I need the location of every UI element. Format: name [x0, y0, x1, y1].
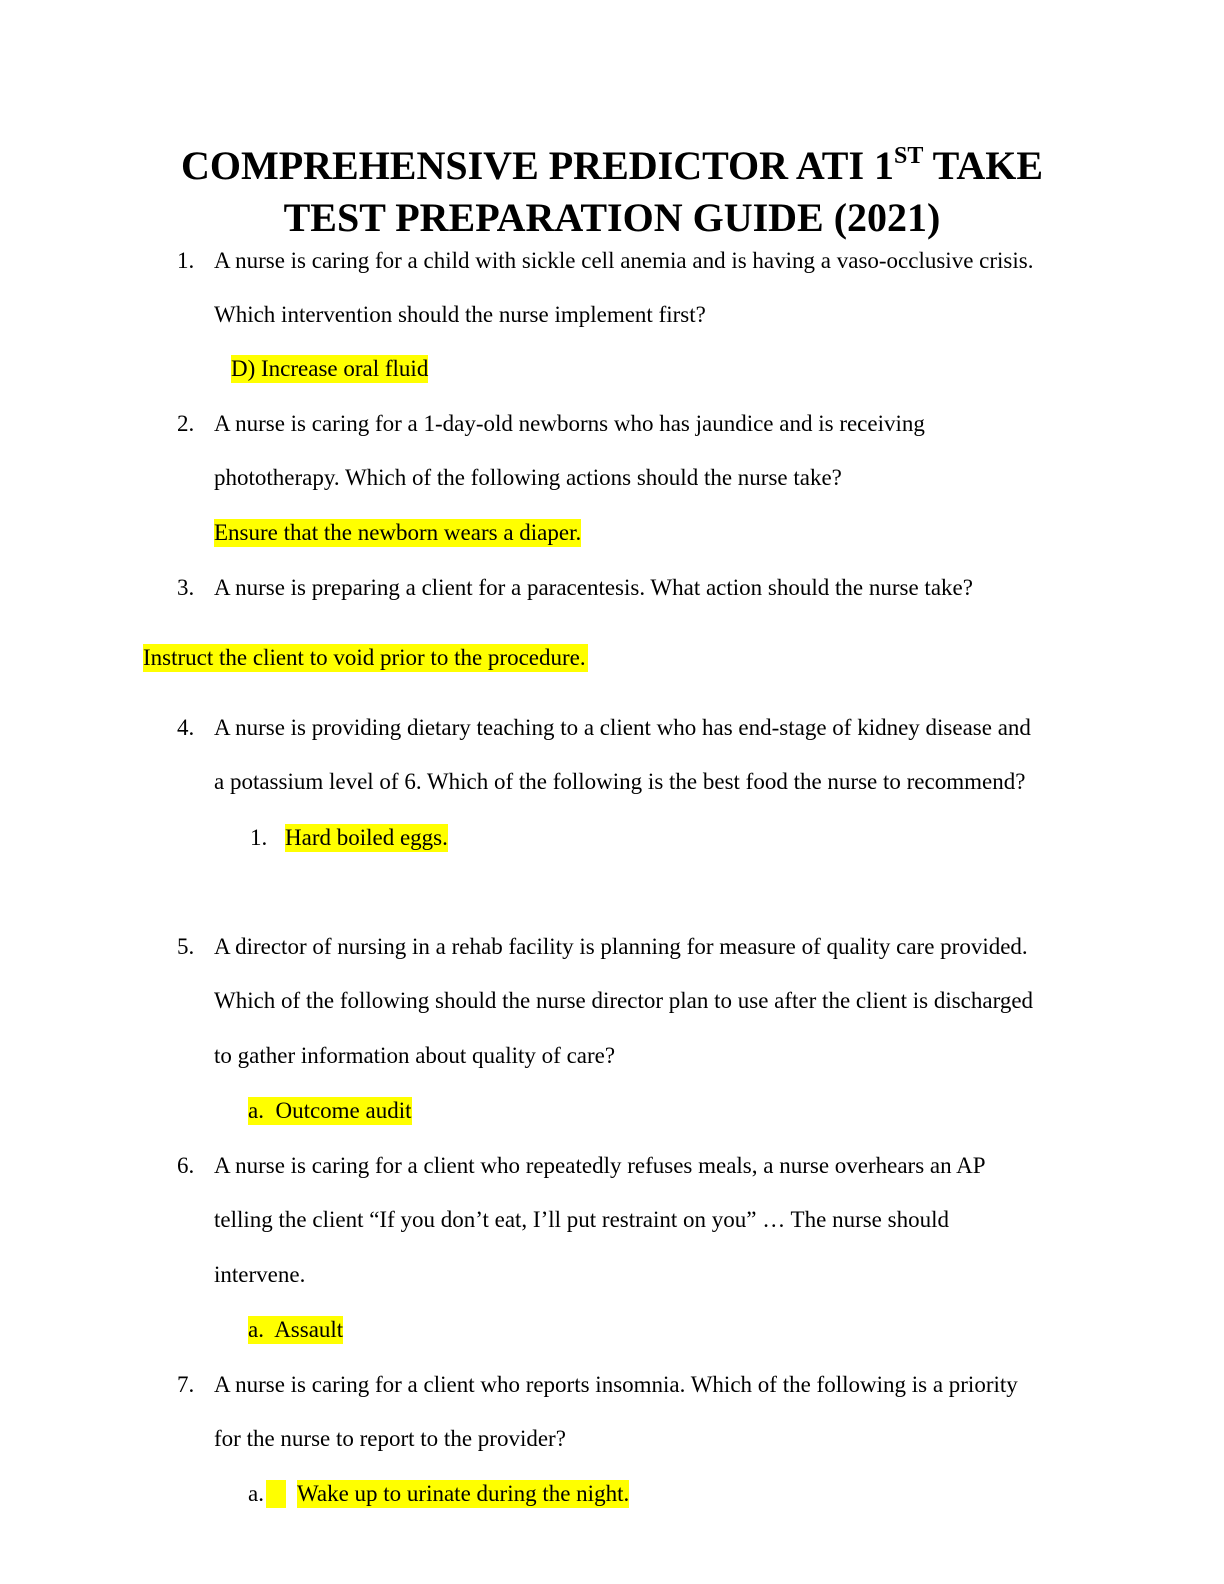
question-number: 6. — [177, 1153, 195, 1178]
question-text: telling the client “If you don’t eat, I’… — [214, 1207, 949, 1232]
question-number: 7. — [177, 1372, 195, 1397]
question-number: 5. — [177, 934, 195, 959]
answer-highlight: D) Increase oral fluid — [231, 355, 429, 383]
question-text: A nurse is caring for a child with sickl… — [214, 248, 1034, 273]
answer-marker: a. — [248, 1481, 264, 1506]
answer-marker: 1. — [250, 825, 268, 850]
question-text: Which intervention should the nurse impl… — [214, 302, 706, 327]
question-text: a potassium level of 6. Which of the fol… — [214, 769, 1026, 794]
title-line-2: TEST PREPARATION GUIDE (2021) — [283, 195, 941, 240]
question-text: Which of the following should the nurse … — [214, 988, 1034, 1013]
question-text: A nurse is caring for a 1-day-old newbor… — [214, 411, 925, 436]
answer-highlight: a. Assault — [248, 1316, 344, 1344]
title-line-1: COMPREHENSIVE PREDICTOR ATI 1ST TAKE — [180, 143, 1044, 188]
question-text: phototherapy. Which of the following act… — [214, 465, 842, 490]
question-number: 2. — [177, 411, 195, 436]
answer-highlight: Instruct the client to void prior to the… — [143, 644, 588, 672]
question-text: A nurse is preparing a client for a para… — [214, 575, 973, 600]
document-title: COMPREHENSIVE PREDICTOR ATI 1ST TAKE TES… — [0, 140, 1224, 244]
highlight-block — [266, 1480, 286, 1508]
question-text: A director of nursing in a rehab facilit… — [214, 934, 1028, 959]
question-number: 4. — [177, 715, 195, 740]
question-text: A nurse is caring for a client who repea… — [214, 1153, 986, 1178]
question-text: A nurse is caring for a client who repor… — [214, 1372, 1018, 1397]
answer-highlight: a. Outcome audit — [248, 1097, 412, 1125]
question-number: 3. — [177, 575, 195, 600]
answer-highlight: Ensure that the newborn wears a diaper. — [214, 519, 582, 547]
answer-highlight: Wake up to urinate during the night. — [297, 1480, 630, 1508]
question-text: to gather information about quality of c… — [214, 1043, 616, 1068]
question-number: 1. — [177, 248, 195, 273]
question-text: A nurse is providing dietary teaching to… — [214, 715, 1031, 740]
answer-highlight: Hard boiled eggs. — [285, 824, 448, 852]
question-text: intervene. — [214, 1262, 306, 1287]
question-text: for the nurse to report to the provider? — [214, 1426, 566, 1451]
